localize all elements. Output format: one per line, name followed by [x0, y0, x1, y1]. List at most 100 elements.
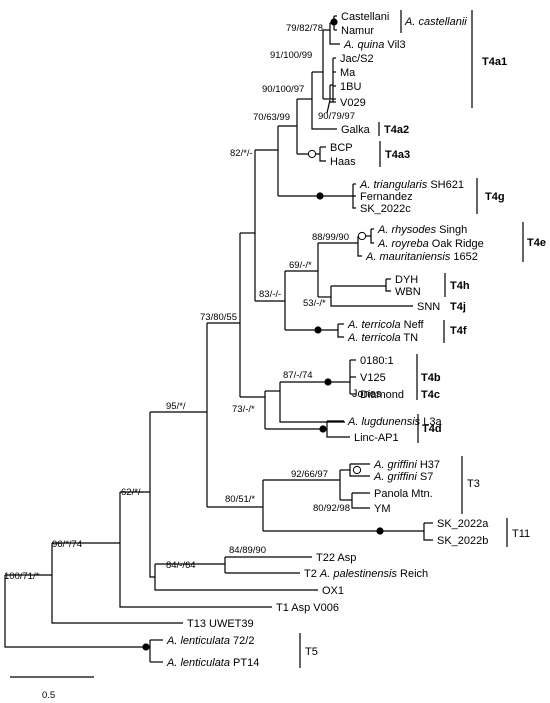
branch	[337, 324, 344, 338]
support-values: 100/71/* 96/*/74 62/*/- 95/*/ 73/80/55 8…	[4, 23, 355, 582]
tree-branches	[4, 15, 433, 663]
support-value: 90/100/97	[262, 84, 304, 95]
branch	[351, 493, 370, 509]
filled-node-marker	[330, 18, 338, 26]
branch	[330, 286, 413, 307]
tip-label: SK_2022c	[360, 203, 411, 215]
tip-label: Haas	[330, 156, 356, 168]
tip-label: Namur	[341, 25, 374, 37]
filled-node-marker	[316, 192, 324, 200]
tip-label: A. mauritaniensis 1652	[365, 251, 478, 263]
clade-label: T4a2	[384, 124, 409, 136]
branch	[119, 492, 272, 608]
tip-label: SNN	[417, 301, 440, 313]
scale-bar-label: 0.5	[42, 690, 55, 701]
clade-label: T4g	[485, 191, 505, 203]
branch	[279, 382, 345, 423]
tip-label: 1BU	[340, 81, 361, 93]
tip-label: Fernandez	[360, 191, 413, 203]
branch	[326, 421, 350, 438]
support-value: 83/-/-	[259, 289, 281, 300]
support-value: 80/51/*	[225, 494, 255, 505]
filled-node-marker	[376, 527, 384, 535]
branch	[319, 147, 326, 162]
open-node-marker	[307, 149, 317, 159]
support-value: 70/63/99	[253, 112, 290, 123]
branch	[149, 412, 155, 578]
scale-bar: 0.5	[10, 676, 94, 701]
tip-label: Diamond	[360, 389, 404, 401]
support-value: 79/82/78	[286, 23, 323, 34]
node-markers	[142, 18, 384, 651]
clade-labels: A. castellanii T4a1 T4a2 T4a3 T4g T4e T4…	[305, 16, 546, 658]
support-value: 62/*/-	[121, 487, 144, 498]
support-value: 80/92/98	[313, 503, 350, 514]
branch	[385, 279, 391, 292]
tip-label: Galka	[341, 124, 371, 136]
support-value: 92/66/97	[291, 469, 328, 480]
tip-label: SK_2022a	[437, 518, 489, 530]
tip-label: BCP	[330, 142, 353, 154]
tip-label: A. lenticulata PT14	[166, 657, 259, 669]
filled-node-marker	[319, 425, 327, 433]
tip-label: A. griffini H37	[373, 459, 440, 471]
clade-label: T4h	[450, 280, 470, 292]
clade-label: T4e	[527, 237, 546, 249]
tip-label: WBN	[395, 286, 421, 298]
branch	[4, 575, 150, 648]
support-value: 84/-/64	[166, 560, 196, 571]
clade-label: T11	[512, 528, 530, 540]
support-value: 73/-/*	[232, 404, 255, 415]
tip-label: A. lenticulata 72/2	[166, 635, 254, 647]
support-value: 90/79/97	[318, 111, 355, 122]
tip-label: A. royreba Oak Ridge	[377, 238, 484, 250]
tip-label: Linc-AP1	[354, 432, 399, 444]
tip-label: Jones	[352, 388, 382, 400]
clade-label: T4a3	[385, 149, 410, 161]
branch	[329, 23, 340, 45]
support-value: 95/*/	[166, 401, 186, 412]
tip-label: Ma	[340, 67, 356, 79]
tip-label: Jac/S2	[340, 53, 374, 65]
tip-label: 0180:1	[360, 355, 394, 367]
tip-label: A. griffini S7	[373, 471, 433, 483]
clade-label: T4c	[421, 389, 440, 401]
branch	[349, 464, 370, 477]
support-value: 88/99/90	[312, 232, 349, 243]
branch	[352, 184, 356, 209]
tip-label: SK_2022b	[437, 535, 488, 547]
support-value: 100/71/*	[4, 571, 40, 582]
tip-label: A. lugdunensis L3a	[347, 416, 442, 428]
tip-label: A. triangularis SH621	[359, 179, 464, 191]
clade-label: T5	[305, 646, 318, 658]
clade-label: T4a1	[482, 56, 507, 68]
tip-label: T22 Asp	[316, 552, 356, 564]
branch	[357, 236, 362, 257]
clade-label: T4j	[450, 301, 466, 313]
clade-label: A. castellanii	[404, 16, 467, 28]
filled-node-marker	[142, 643, 150, 651]
tip-label: T13 UWET39	[187, 618, 254, 630]
clade-label: T3	[467, 478, 480, 490]
support-value: 91/100/99	[270, 50, 312, 61]
tip-labels: Castellani Namur A. quina Vil3 Jac/S2 Ma…	[166, 11, 489, 669]
branch	[51, 543, 183, 624]
branch	[326, 99, 331, 114]
tip-label: T1 Asp V006	[276, 602, 339, 614]
tip-label: V029	[340, 97, 366, 109]
filled-node-marker	[324, 378, 332, 386]
tip-label: OX1	[322, 585, 344, 597]
clade-label: T4b	[421, 372, 441, 384]
tip-label: T2 A. palestinensis Reich	[304, 568, 428, 580]
open-node-marker	[357, 231, 367, 241]
tip-label: A. rhysodes Singh	[377, 224, 467, 236]
branch	[370, 229, 374, 244]
support-value: 73/80/55	[200, 312, 237, 323]
tip-label: A. quina Vil3	[343, 39, 406, 51]
branch	[311, 72, 337, 130]
tip-label: Panola Mtn.	[374, 488, 433, 500]
tip-label: Castellani	[341, 11, 389, 23]
tip-label: A. terricola Neff	[347, 319, 425, 331]
